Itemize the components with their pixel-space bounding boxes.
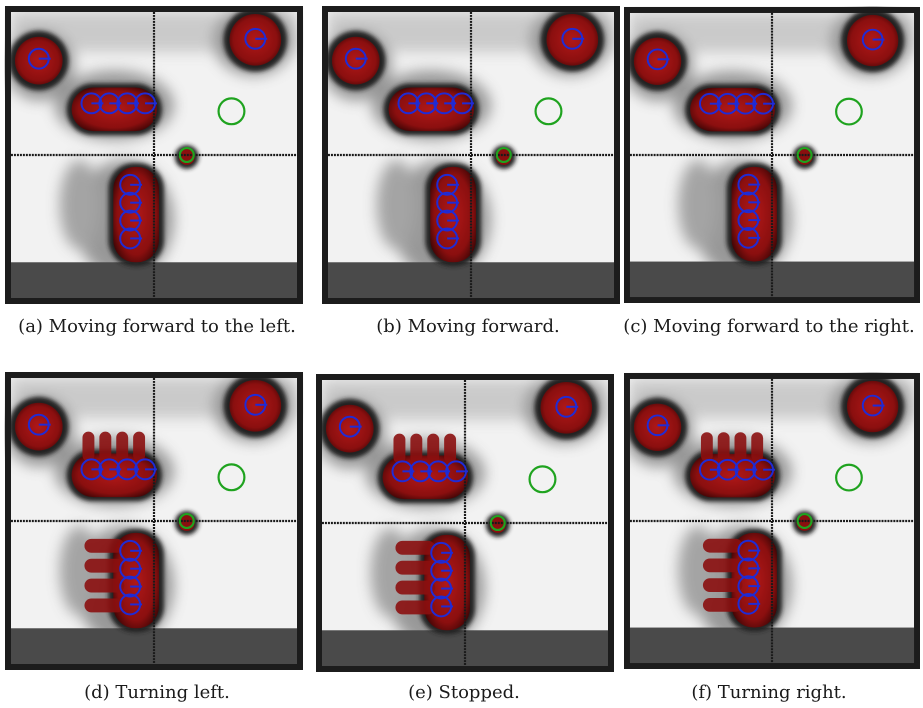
motion-streak-upper	[717, 432, 730, 462]
motion-streak-lower	[702, 597, 743, 612]
figure-panel-f	[624, 372, 920, 670]
obstacle-top-right	[846, 380, 899, 433]
motion-streak-upper	[82, 431, 95, 462]
motion-streak-lower	[84, 558, 125, 573]
goal-markers	[178, 97, 246, 164]
map-border	[316, 374, 614, 672]
costmap-panel-f	[624, 373, 920, 669]
obstacle-lower-group	[731, 166, 777, 262]
motion-streak-upper	[751, 432, 764, 462]
goal-markers	[495, 97, 563, 164]
motion-streak-upper	[116, 431, 129, 462]
obstacle-top-left	[331, 36, 380, 85]
robot-goal-marker	[178, 146, 195, 164]
motion-streak-upper	[99, 431, 112, 462]
goal-marker	[835, 463, 863, 492]
motion-streak-upper	[393, 433, 406, 464]
motion-streak-lower	[395, 560, 436, 575]
agent-markers	[344, 27, 585, 250]
motion-streak-lower	[84, 538, 125, 553]
motion-streak-lower	[395, 540, 436, 555]
grid-crosshair	[10, 11, 298, 299]
costmap-panel-a	[5, 6, 303, 304]
caption-d: (d) Turning left.	[84, 682, 230, 703]
obstacle-top-left	[14, 36, 63, 85]
motion-streak-upper	[133, 431, 146, 462]
costmap-panel-b	[322, 6, 620, 304]
floor-band	[629, 627, 915, 664]
obstacle-lower-group	[424, 534, 470, 631]
costmap-panel-c	[624, 7, 920, 303]
robot-goal-marker	[489, 514, 506, 532]
costmap-panel-d	[5, 372, 303, 670]
figure-panel-a	[4, 6, 304, 304]
agent-markers	[27, 393, 268, 616]
agent-markers	[338, 395, 579, 618]
goal-marker	[528, 465, 557, 494]
goal-marker	[835, 97, 863, 126]
motion-streak-lower	[395, 580, 436, 595]
obstacle-top-left	[325, 404, 374, 453]
obstacle-lower-group	[430, 166, 476, 263]
obstacle-top-left	[633, 403, 682, 451]
motion-streak-lower	[702, 538, 743, 553]
caption-f: (f) Turning right.	[691, 682, 847, 703]
caption-a: (a) Moving forward to the left.	[18, 316, 296, 337]
caption-c: (c) Moving forward to the right.	[623, 316, 915, 337]
figure-panel-d	[4, 372, 304, 670]
caption-b: (b) Moving forward.	[376, 316, 560, 337]
figure-panel-c	[624, 6, 920, 304]
motion-streak-lower	[84, 578, 125, 593]
motion-streak-lower	[702, 578, 743, 593]
goal-markers	[796, 463, 863, 529]
goal-marker	[534, 97, 563, 126]
map-border	[322, 6, 620, 304]
map-border	[5, 372, 303, 670]
obstacle-lower-group	[731, 532, 777, 628]
map-border	[624, 373, 920, 669]
obstacle-lower-group	[113, 532, 159, 629]
robot-goal-marker	[495, 146, 512, 164]
goal-markers	[178, 463, 246, 530]
motion-streak-upper	[734, 432, 747, 462]
map-border	[624, 7, 920, 303]
motion-streak-upper	[444, 433, 457, 464]
obstacle-lower-group	[113, 166, 159, 263]
figure-panel-b	[322, 6, 620, 304]
goal-marker	[217, 97, 246, 126]
motion-streak-upper	[700, 432, 713, 462]
motion-streak-upper	[410, 433, 423, 464]
goal-marker	[217, 463, 246, 492]
motion-streak-upper	[427, 433, 440, 464]
agent-markers	[646, 394, 885, 615]
motion-streak-lower	[395, 600, 436, 615]
obstacles	[14, 379, 282, 629]
robot-goal-marker	[796, 147, 813, 163]
caption-e: (e) Stopped.	[408, 682, 520, 703]
motion-streak-lower	[84, 598, 125, 613]
goal-markers	[489, 465, 557, 532]
agent-markers	[27, 27, 268, 250]
obstacle-top-left	[14, 402, 63, 451]
map-border	[5, 6, 303, 304]
motion-streak-lower	[702, 558, 743, 573]
costmap-panel-e	[316, 374, 614, 672]
figure-panel-e	[316, 374, 614, 672]
robot-goal-marker	[178, 512, 195, 530]
goal-markers	[796, 97, 863, 163]
obstacle-top-left	[633, 37, 682, 85]
agent-markers	[646, 28, 885, 249]
robot-goal-marker	[796, 513, 813, 529]
